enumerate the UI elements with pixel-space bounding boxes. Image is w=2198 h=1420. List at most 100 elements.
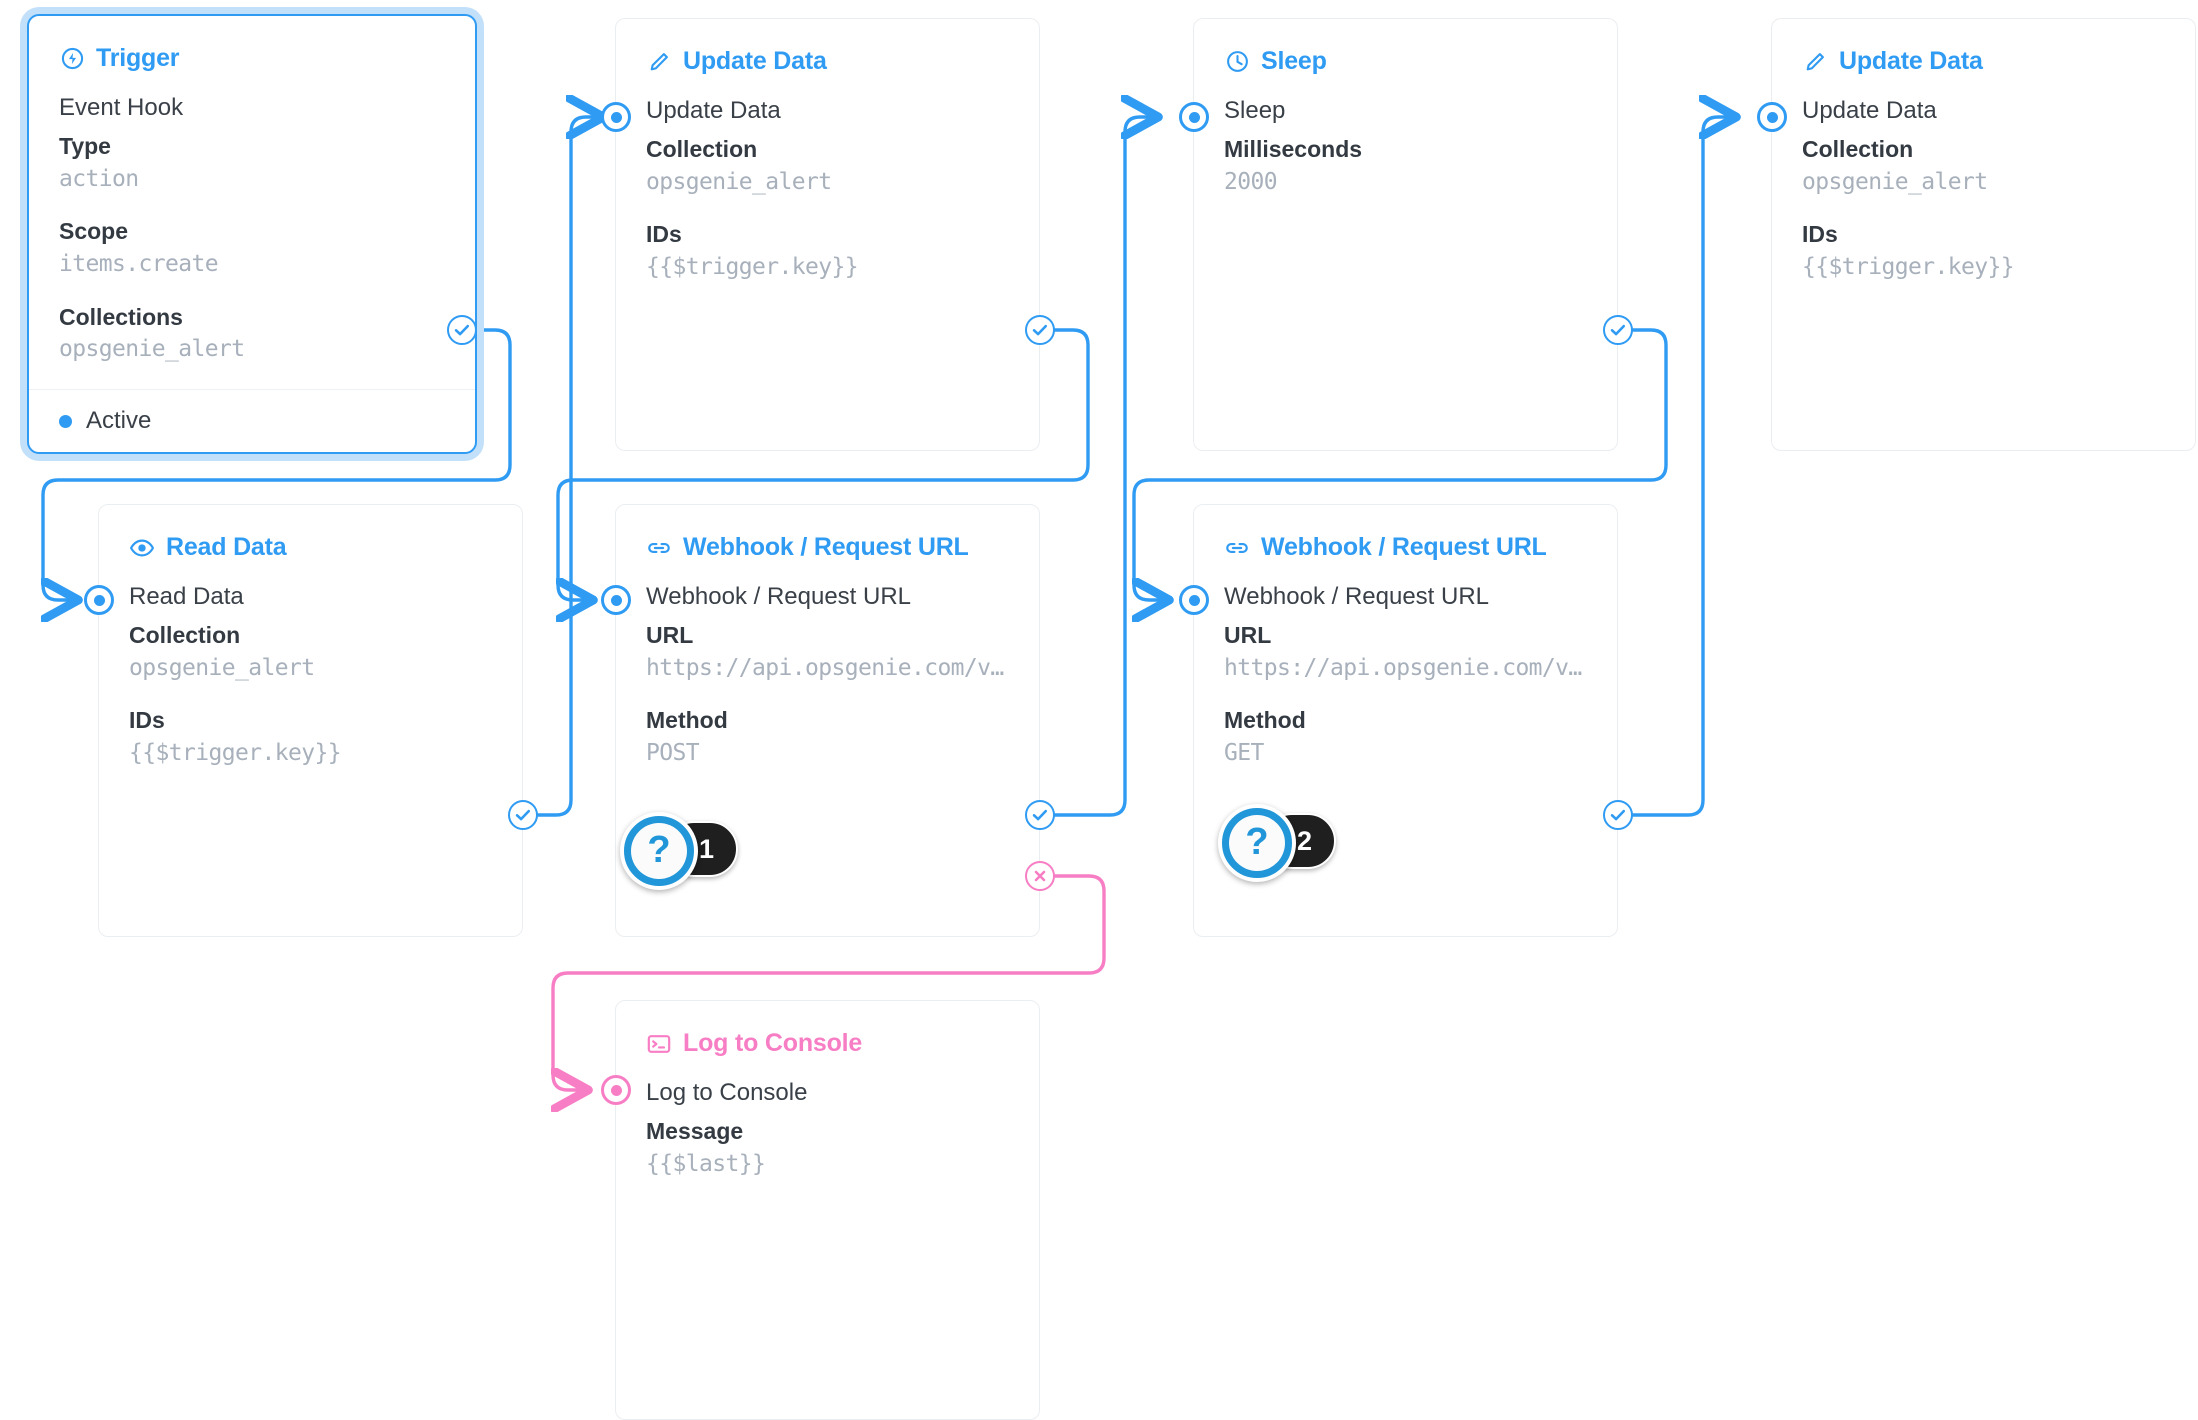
node-read-data[interactable]: Read Data Read Data Collection opsgenie_… [98,504,523,937]
node-update-data-2-title: Update Data [1839,47,1983,75]
field-ids: IDs {{$trigger.key}} [646,218,1009,283]
field-method: Method GET [1224,704,1587,769]
node-webhook-post-title: Webhook / Request URL [683,533,969,561]
node-update-data-1-body: Update Data Collection opsgenie_alert ID… [616,76,1039,284]
node-update-data-2-body: Update Data Collection opsgenie_alert ID… [1772,76,2195,284]
node-update-data-1-title: Update Data [683,47,827,75]
help-badge-2[interactable]: 2 ? [1218,804,1336,882]
node-trigger-body: Event Hook Type action Scope items.creat… [29,73,475,366]
node-log-to-console-title: Log to Console [683,1029,863,1057]
node-webhook-post-body: Webhook / Request URL URL https://api.op… [616,562,1039,770]
field-collection: Collection opsgenie_alert [646,133,1009,198]
node-read-data-title: Read Data [166,533,287,561]
eye-icon [129,535,155,561]
field-collections-value: opsgenie_alert [59,336,245,363]
node-update-data-2[interactable]: Update Data Update Data Collection opsge… [1771,18,2196,451]
node-webhook-get-rowname: Webhook / Request URL [1224,583,1490,610]
node-sleep-title: Sleep [1261,47,1327,75]
pencil-icon [646,49,672,75]
port-out-update-data-1[interactable] [1025,315,1055,345]
port-out-webhook-get-resolve[interactable] [1603,800,1633,830]
port-in-update-data-2[interactable] [1757,102,1787,132]
node-update-data-1-rowname: Update Data [646,97,781,124]
field-url: URL https://api.opsgenie.com/v… [1224,619,1587,684]
port-out-read-data[interactable] [508,800,538,830]
pencil-icon [1802,49,1828,75]
node-webhook-post-header: Webhook / Request URL [616,505,1039,562]
node-trigger-header: Trigger [29,16,475,73]
field-collection-value: opsgenie_alert [1802,168,1988,195]
node-update-data-1-header: Update Data [616,19,1039,76]
field-collection: Collection opsgenie_alert [1802,133,2165,198]
port-out-webhook-post-resolve[interactable] [1025,800,1055,830]
field-ids-value: {{$trigger.key}} [129,740,342,767]
link-icon [646,535,672,561]
wire-webhookget-to-updatedata2 [1631,117,1733,817]
node-log-to-console-header: Log to Console [616,1001,1039,1058]
field-ids-value: {{$trigger.key}} [646,254,859,281]
port-in-sleep[interactable] [1179,102,1209,132]
field-collection: Collection opsgenie_alert [129,619,492,684]
node-read-data-body: Read Data Collection opsgenie_alert IDs … [99,562,522,770]
port-out-sleep[interactable] [1603,315,1633,345]
field-type-key: Type [59,133,111,160]
field-type-value: action [59,165,139,192]
field-ids-key: IDs [1802,221,1838,248]
field-ids-key: IDs [129,707,165,734]
node-trigger-rowname: Event Hook [59,94,184,121]
node-webhook-post-rowname: Webhook / Request URL [646,583,912,610]
node-update-data-2-header: Update Data [1772,19,2195,76]
field-milliseconds: Milliseconds 2000 [1224,133,1587,198]
node-sleep-header: Sleep [1194,19,1617,76]
field-method: Method POST [646,704,1009,769]
field-scope-value: items.create [59,251,219,278]
clock-icon [1224,49,1250,75]
port-in-webhook-get[interactable] [1179,585,1209,615]
field-collection-key: Collection [129,622,241,649]
field-url-key: URL [646,622,694,649]
field-method-key: Method [1224,707,1306,734]
field-milliseconds-key: Milliseconds [1224,136,1363,163]
field-method-key: Method [646,707,728,734]
port-out-webhook-post-reject[interactable] [1025,861,1055,891]
field-collections-key: Collections [59,303,183,330]
status-badge: Active [86,407,152,434]
field-url: URL https://api.opsgenie.com/v… [646,619,1009,684]
field-collection-key: Collection [1802,136,1914,163]
field-url-value: https://api.opsgenie.com/v… [1224,654,1582,681]
node-webhook-get-body: Webhook / Request URL URL https://api.op… [1194,562,1617,770]
field-message: Message {{$last}} [646,1115,1009,1180]
port-in-log-to-console[interactable] [601,1075,631,1105]
wire-webhookpost-to-sleep [1053,117,1155,817]
node-update-data-1[interactable]: Update Data Update Data Collection opsge… [615,18,1040,451]
help-badge-2-count: 2 [1296,825,1312,856]
port-in-read-data[interactable] [84,585,114,615]
node-log-to-console-body: Log to Console Message {{$last}} [616,1058,1039,1180]
port-in-update-data-1[interactable] [601,102,631,132]
port-in-webhook-post[interactable] [601,585,631,615]
node-sleep[interactable]: Sleep Sleep Milliseconds 2000 [1193,18,1618,451]
field-ids-key: IDs [646,221,682,248]
node-sleep-body: Sleep Milliseconds 2000 [1194,76,1617,198]
field-method-value: POST [646,740,700,767]
help-badge-1[interactable]: 1 ? [620,812,738,890]
field-collection-value: opsgenie_alert [646,168,832,195]
wire-trigger-to-readdata-arrow [43,585,75,600]
node-trigger-title: Trigger [96,44,180,72]
field-message-value: {{$last}} [646,1150,766,1177]
node-log-to-console[interactable]: Log to Console Log to Console Message {{… [615,1000,1040,1420]
question-mark-icon[interactable]: ? [620,812,698,890]
terminal-icon [646,1031,672,1057]
port-out-trigger[interactable] [447,315,477,345]
node-webhook-get-title: Webhook / Request URL [1261,533,1547,561]
field-collections: Collections opsgenie_alert [59,301,445,366]
node-trigger-status: Active [29,389,475,452]
node-trigger[interactable]: Trigger Event Hook Type action Scope ite… [27,14,477,454]
wire-readdata-to-updatedata1 [536,117,600,817]
node-update-data-2-rowname: Update Data [1802,97,1937,124]
field-scope: Scope items.create [59,215,445,280]
question-mark-icon[interactable]: ? [1218,804,1296,882]
bolt-circle-icon [59,46,85,72]
field-ids: IDs {{$trigger.key}} [129,704,492,769]
